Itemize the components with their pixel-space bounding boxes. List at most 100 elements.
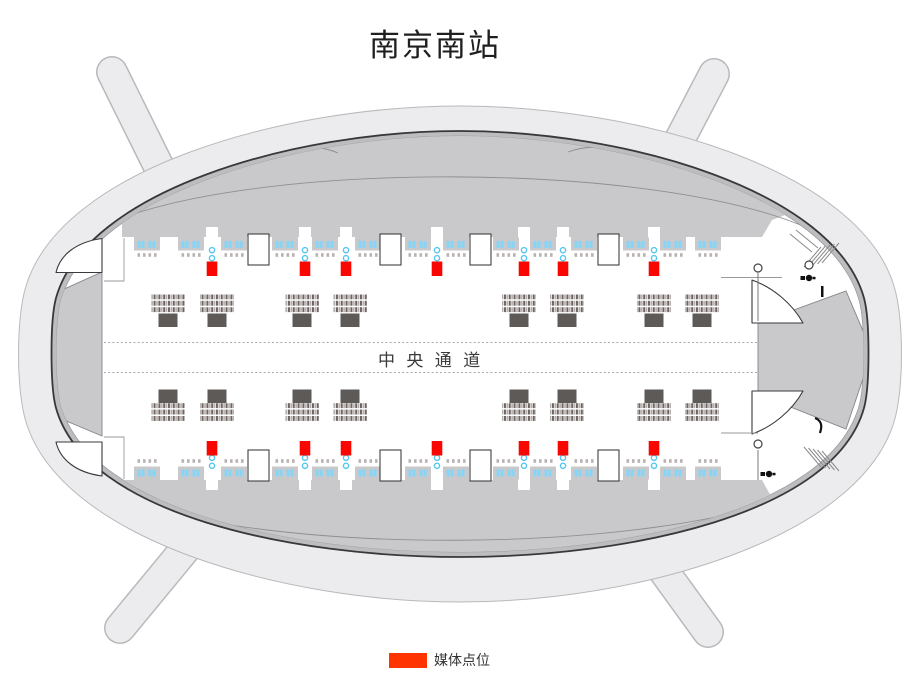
info-circle xyxy=(301,254,309,262)
queue-dot xyxy=(463,459,466,463)
seat-grid xyxy=(550,294,584,313)
stairwell-north xyxy=(247,233,270,266)
queue-dot xyxy=(154,459,157,463)
ticket-gate-mark xyxy=(457,469,461,477)
ticket-gate-mark xyxy=(626,241,630,248)
seat-pedestal xyxy=(158,389,178,403)
queue-dot xyxy=(192,253,196,257)
queue-dot xyxy=(544,459,548,463)
stairwell-north xyxy=(597,233,620,266)
queue-dot xyxy=(539,459,542,463)
queue-dot xyxy=(369,253,373,257)
queue-dot xyxy=(230,459,233,463)
ticket-gate-mark xyxy=(450,469,454,477)
queue-dot xyxy=(698,253,702,257)
ticket-gate-mark xyxy=(224,241,228,248)
platform-north-detail-line xyxy=(104,176,813,231)
ticket-gate-mark xyxy=(574,241,578,248)
queue-dot xyxy=(637,459,641,463)
seating-block-north xyxy=(285,294,319,327)
info-circle xyxy=(433,454,441,462)
gate-module-north xyxy=(405,237,431,257)
ticket-gate-mark xyxy=(373,469,377,477)
media-point-marker xyxy=(340,261,352,276)
queue-dot xyxy=(539,253,542,257)
ticket-gate-mark xyxy=(181,241,185,248)
ticket-gate-mark xyxy=(185,241,189,248)
info-circle xyxy=(520,246,528,254)
ticket-gate-mark xyxy=(362,241,366,248)
media-point-south xyxy=(518,441,530,490)
west-step-line-north xyxy=(104,238,125,282)
seating-block-south xyxy=(333,389,367,422)
ticket-gate-mark xyxy=(630,241,634,248)
ticket-gate-mark xyxy=(228,469,232,477)
ticket-gate-mark xyxy=(239,241,243,248)
seat-grid xyxy=(550,403,584,422)
queue-dot xyxy=(446,253,450,257)
queue-dot xyxy=(680,253,683,257)
queue-dot xyxy=(626,253,630,257)
queue-dot xyxy=(326,253,330,257)
queue-dot xyxy=(281,253,284,257)
ticket-gate-mark xyxy=(578,241,582,248)
queue-dot xyxy=(375,459,378,463)
seat-grid xyxy=(685,294,719,313)
passage-gap xyxy=(340,227,352,238)
seating-block-north xyxy=(550,294,584,327)
info-circle xyxy=(433,246,441,254)
ticket-gate-mark xyxy=(537,469,541,477)
info-circle xyxy=(559,454,567,462)
ticket-gate-mark xyxy=(408,241,412,248)
queue-dot xyxy=(315,459,319,463)
queue-dot xyxy=(663,253,667,257)
gate-module-north xyxy=(660,237,686,257)
gate-module-south xyxy=(493,459,519,480)
west-step-line-south xyxy=(104,436,125,479)
ticket-gate-mark xyxy=(286,469,290,477)
ticket-gate-mark xyxy=(228,241,232,248)
ticket-gate-mark xyxy=(496,241,500,248)
ticket-gate-mark xyxy=(423,241,427,248)
ticket-gate-mark xyxy=(511,241,515,248)
seat-pedestal xyxy=(207,389,227,403)
media-point-north xyxy=(431,227,443,276)
queue-dot xyxy=(585,253,589,257)
queue-dot xyxy=(137,253,141,257)
seat-grid xyxy=(502,294,536,313)
queue-dot xyxy=(148,253,152,257)
queue-dot xyxy=(674,253,678,257)
ticket-gate-mark xyxy=(548,241,552,248)
ticket-gate-mark xyxy=(315,241,319,248)
queue-dot xyxy=(496,459,500,463)
queue-dot xyxy=(326,459,330,463)
gate-module-north xyxy=(355,237,381,257)
seat-pedestal xyxy=(644,389,664,403)
seat-grid xyxy=(333,294,367,313)
queue-dot xyxy=(669,459,672,463)
gate-module-north xyxy=(178,237,204,257)
ticket-gate-mark xyxy=(641,241,645,248)
info-circle xyxy=(650,462,658,470)
queue-dot xyxy=(502,253,505,257)
ticket-gate-mark xyxy=(196,241,200,248)
queue-dot xyxy=(235,253,239,257)
ticket-gate-mark xyxy=(192,469,196,477)
seat-grid xyxy=(200,403,234,422)
ticket-gate-mark xyxy=(419,241,423,248)
info-circle xyxy=(342,254,350,262)
gate-module-north xyxy=(623,237,649,257)
queue-dot xyxy=(463,253,466,257)
legend-media-swatch xyxy=(389,652,427,668)
media-point-marker xyxy=(206,441,218,456)
ticket-gate-mark xyxy=(290,469,294,477)
ticket-gate-mark xyxy=(533,469,537,477)
west-wedge-south xyxy=(55,441,103,477)
media-point-north xyxy=(299,227,311,276)
queue-dot xyxy=(715,459,718,463)
ticket-gate-mark xyxy=(667,469,671,477)
queue-dot xyxy=(507,253,511,257)
ticket-gate-mark xyxy=(319,241,323,248)
gate-module-north xyxy=(695,237,721,257)
queue-dot xyxy=(533,253,537,257)
